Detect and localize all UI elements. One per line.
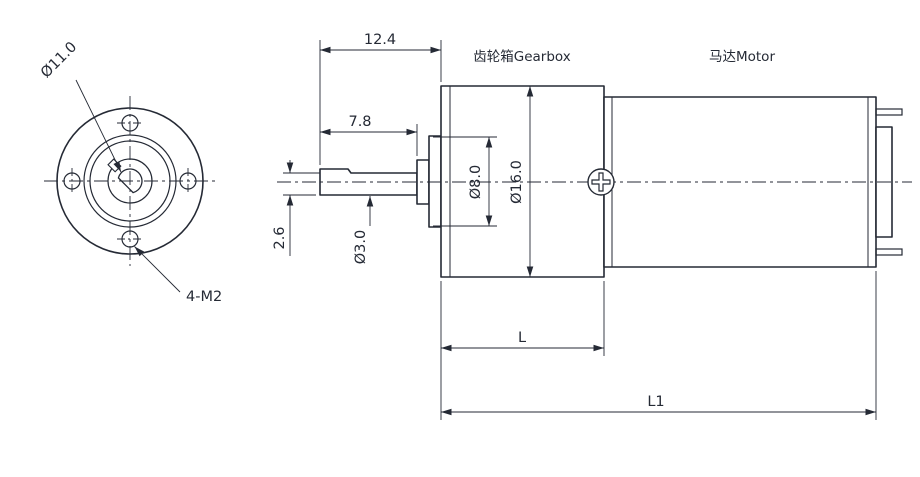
gearbox-body [440, 85, 605, 278]
shaft-length-value: 12.4 [364, 32, 396, 48]
mounting-holes-label: 4-M2 [186, 289, 222, 305]
front-bearing-boss [428, 135, 442, 228]
flat-length-value: 7.8 [348, 114, 371, 130]
total-length-value: L1 [647, 394, 664, 410]
side-view: 齿轮箱Gearbox 马达Motor 12.4 7.8 2.6 Ø3.0 Ø8.… [272, 32, 912, 420]
motor-section-label: 马达Motor [709, 49, 775, 65]
screw-head-icon [587, 168, 615, 196]
gearbox-length-value: L [518, 330, 526, 346]
flat-width-value: 2.6 [272, 226, 288, 249]
boss-diameter-value: Ø8.0 [468, 165, 484, 199]
boss-diameter-label: Ø11.0 [38, 39, 80, 81]
gearbox-section-label: 齿轮箱Gearbox [473, 49, 571, 65]
mounting-holes-leader [134, 246, 181, 293]
body-diameter-value: Ø16.0 [509, 160, 525, 204]
shaft-diameter-value: Ø3.0 [353, 230, 369, 264]
motor-terminal-bottom [875, 248, 903, 256]
motor-terminal-top [875, 108, 903, 116]
front-view: Ø11.0 4-M2 [38, 39, 222, 305]
screw-phillips-cross-icon [591, 172, 611, 192]
boss-diameter-leader [75, 79, 122, 173]
